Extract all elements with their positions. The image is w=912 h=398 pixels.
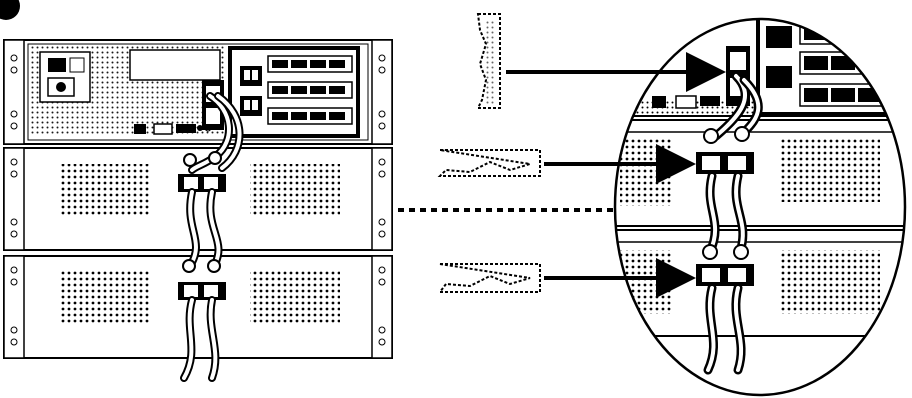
magnified-outlet-row-2 <box>799 51 905 75</box>
receptacles-left <box>240 66 262 116</box>
receptacle-rows <box>267 55 353 125</box>
callout-battery-connector-cover-1 <box>437 144 696 184</box>
magnified-view <box>613 17 907 397</box>
step-number-badge <box>0 0 20 20</box>
slot-cover <box>129 49 221 81</box>
serial-port <box>153 123 173 135</box>
rack-ear-left <box>3 39 25 145</box>
rack-ear-right <box>371 39 393 145</box>
magnified-outlet-row-3 <box>799 83 905 107</box>
battery-pack-1 <box>3 147 393 251</box>
usb-port <box>176 124 196 133</box>
magnifier-circle <box>613 17 907 397</box>
callout-battery-connector-cover-2 <box>438 258 696 298</box>
callout-ups-input-cover <box>476 13 726 109</box>
outlet-row-1 <box>267 55 353 73</box>
left-rack-view <box>3 39 393 382</box>
network-port <box>134 124 146 134</box>
battery-pack-2 <box>3 255 393 359</box>
ups-unit <box>3 39 393 145</box>
outlet-row-2 <box>267 81 353 99</box>
outlet-row-3 <box>267 107 353 125</box>
